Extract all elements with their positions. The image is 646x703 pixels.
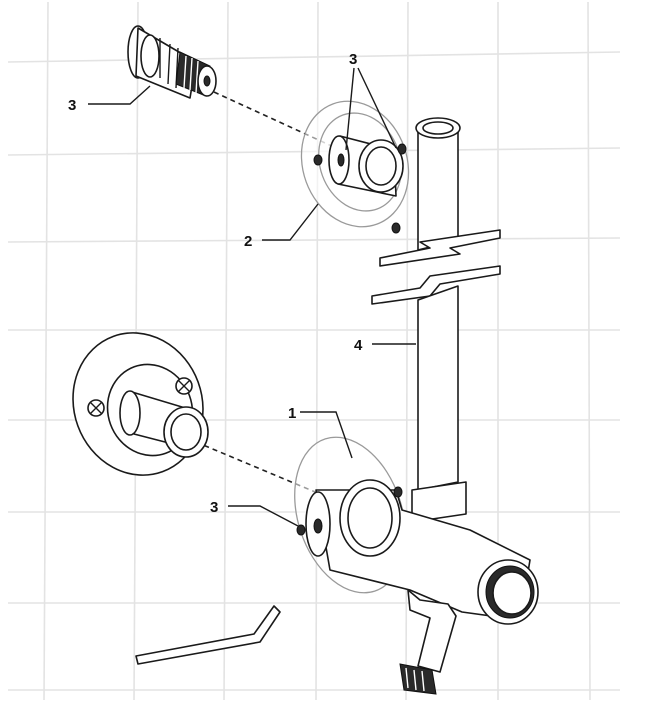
mounting-screw-icon	[175, 377, 193, 395]
grub-screw-icon	[393, 486, 403, 498]
leader-lines	[88, 67, 416, 527]
callout-3-grub-screw-bottom: 3	[210, 499, 218, 516]
lower-wall-flange-icon	[72, 332, 209, 476]
grub-screw-icon	[296, 524, 306, 536]
connector-elbow-icon	[294, 436, 539, 695]
callout-1-connector: 1	[288, 405, 296, 422]
grub-screw-icon	[391, 222, 401, 234]
callout-3-dowel-plug: 3	[68, 97, 76, 114]
callout-2-upper-flange: 2	[244, 233, 252, 250]
grub-screw-icon	[397, 143, 407, 155]
upper-wall-flange-icon	[300, 100, 410, 234]
mounting-screw-icon	[87, 399, 105, 417]
dowel-plug-icon	[127, 25, 217, 99]
callout-3-grub-screws-top: 3	[349, 51, 357, 68]
slide-bar-icon	[371, 117, 501, 523]
callout-4-slide-bar: 4	[354, 337, 363, 354]
grub-screw-icon	[313, 154, 323, 166]
allen-key-icon	[135, 605, 281, 665]
